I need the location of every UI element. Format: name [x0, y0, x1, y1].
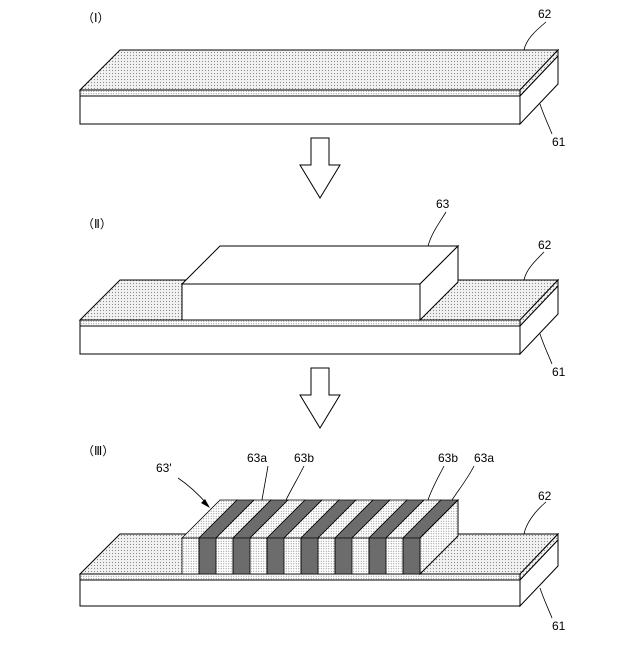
stripe-63b-front — [403, 538, 420, 574]
stripe-63b-front — [301, 538, 318, 574]
substrate-61-front-face — [80, 326, 520, 354]
layer-62-front-face — [80, 320, 520, 326]
callout-63a-left: 63a — [247, 451, 267, 465]
step-2-label: （Ⅱ） — [82, 217, 112, 231]
block-63-top-face — [182, 246, 458, 284]
substrate-61-front-face — [80, 580, 520, 606]
callout-61: 61 — [552, 365, 566, 379]
callout-62: 62 — [538, 238, 552, 252]
callout-63b-left: 63b — [294, 451, 314, 465]
layer-62-top-face — [80, 50, 558, 90]
leader-62 — [524, 22, 546, 50]
callout-63-prime: 63' — [156, 461, 172, 475]
block-63-front-face — [182, 284, 420, 320]
step-3-label: （Ⅲ） — [82, 444, 114, 458]
stripe-63b-front — [199, 538, 216, 574]
step-2: （Ⅱ） 63 62 61 — [80, 197, 566, 379]
stripe-63b-front — [335, 538, 352, 574]
callout-62: 62 — [538, 7, 552, 21]
step-1: （Ⅰ） 62 61 — [80, 7, 566, 149]
leader-63 — [428, 212, 446, 246]
stripe-63a-front — [182, 538, 199, 574]
substrate-61-front-face — [80, 96, 520, 124]
callout-61: 61 — [552, 135, 566, 149]
leader-63a-left — [262, 466, 268, 500]
callout-63: 63 — [436, 197, 450, 211]
stripe-63a-front — [318, 538, 335, 574]
layer-62-front-face — [80, 90, 520, 96]
step-3: （Ⅲ） 63' 63a 63b 63b 63a 62 61 — [80, 444, 566, 633]
stripe-63a-front — [284, 538, 301, 574]
leader-62 — [524, 252, 544, 280]
leader-61 — [540, 588, 552, 618]
patterned-block-63-prime — [182, 500, 458, 574]
stripe-63b-front — [267, 538, 284, 574]
stripe-63a-front — [250, 538, 267, 574]
callout-62: 62 — [538, 489, 552, 503]
callout-63a-right: 63a — [474, 451, 494, 465]
layer-62-front-face — [80, 574, 520, 580]
stripe-63b-front — [233, 538, 250, 574]
leader-62 — [524, 502, 546, 534]
step-1-label: （Ⅰ） — [82, 11, 110, 25]
stripe-63a-front — [386, 538, 403, 574]
leader-61 — [540, 104, 552, 134]
stripe-63a-front — [216, 538, 233, 574]
process-arrow-1 — [300, 138, 340, 198]
stripe-63a-front — [352, 538, 369, 574]
leader-61 — [540, 334, 552, 364]
leader-63a-right — [452, 466, 474, 500]
callout-61: 61 — [552, 619, 566, 633]
callout-63b-right: 63b — [438, 451, 458, 465]
leader-63b-left — [286, 466, 304, 500]
stripe-63b-front — [369, 538, 386, 574]
process-arrow-2 — [300, 368, 340, 428]
leader-63-prime-arrowhead — [201, 499, 210, 508]
leader-63b-right — [428, 466, 444, 500]
